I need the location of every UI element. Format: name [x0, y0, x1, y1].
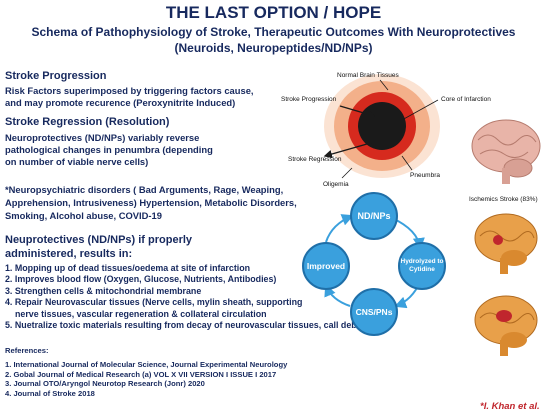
normal-leader — [379, 79, 389, 91]
label-normal-tissue: Normal Brain Tissues — [337, 72, 399, 79]
label-penumbra: Pneumbra — [410, 172, 440, 179]
progression-heading: Stroke Progression — [5, 70, 107, 82]
page-title: THE LAST OPTION / HOPE — [165, 3, 382, 22]
subtitle-line-1: Schema of Pathophysiology of Stroke, The… — [31, 25, 516, 39]
result-item-5: 5. Nuetralize toxic materials resulting … — [5, 320, 368, 331]
label-stroke-progression: Stroke Progression — [281, 96, 337, 103]
page-subtitle: Schema of Pathophysiology of Stroke, The… — [0, 24, 547, 56]
references-list: 1. International Journal of Molecular Sc… — [5, 360, 405, 398]
disorders-line-2: Apprehension, Intrusiveness) Hypertensio… — [5, 197, 297, 208]
risk-disorders-text: *Neuropsychiatric disorders ( Bad Argume… — [5, 183, 305, 222]
regression-heading: Stroke Regression (Resolution) — [5, 116, 170, 128]
label-ischemic-stroke: Ischemics Stroke (83%) — [469, 196, 538, 203]
cycle-node-ndnps: ND/NPs — [350, 192, 398, 240]
regression-line-2: pathological changes in penumbra (depend… — [5, 144, 213, 155]
result-item-2: 2. Improves blood flow (Oxygen, Glucose,… — [5, 274, 277, 285]
reference-item-1: 1. International Journal of Molecular Sc… — [5, 360, 288, 369]
results-heading-line-2: administered, results in: — [5, 248, 133, 260]
regression-arrow — [323, 141, 375, 159]
cycle-node-cnspns: CNS/PNs — [350, 288, 398, 336]
progression-text: Risk Factors superimposed by triggering … — [5, 85, 285, 109]
regression-line-1: Neuroprotectives (ND/NPs) variably rever… — [5, 132, 200, 143]
reference-item-4: 4. Journal of Stroke 2018 — [5, 388, 95, 398]
reference-item-2: 2. Gobal Journal of Medical Research (a)… — [5, 369, 277, 379]
disorders-line-3: Smoking, Alcohol abuse, COVID-19 — [5, 210, 162, 221]
subtitle-line-2: (Neuroids, Neuropeptides/ND/NPs) — [174, 41, 373, 55]
label-core-infarction: Core of Infarction — [441, 96, 491, 103]
reference-item-3: 3. Journal OTO/Aryngol Neurotop Research… — [5, 379, 205, 389]
oligemia-leader — [341, 167, 353, 179]
results-list: 1. Mopping up of dead tissues/oedema at … — [5, 263, 415, 331]
penumbra-leader — [401, 155, 413, 171]
progression-line-1: Risk Factors superimposed by triggering … — [5, 85, 254, 96]
result-item-4: 4. Repair Neurovascular tissues (Nerve c… — [5, 297, 303, 308]
cycle-arrow-left-top — [325, 214, 354, 243]
stroke-schema-diagram — [323, 74, 440, 179]
result-item-4-cont: nerve tissues, vascular regeneration & c… — [15, 308, 267, 319]
regression-text: Neuroprotectives (ND/NPs) variably rever… — [5, 132, 275, 168]
brain-ischemic-2 — [474, 295, 538, 356]
label-oligemia: Oligemia — [323, 181, 349, 188]
label-stroke-regression: Stroke Regression — [288, 156, 342, 163]
results-heading-line-1: Neuprotectives (ND/NPs) if properly — [5, 234, 193, 246]
disorders-line-1: *Neuropsychiatric disorders ( Bad Argume… — [5, 184, 284, 195]
core-leader — [401, 99, 439, 121]
progression-arrow — [339, 105, 376, 119]
progression-line-2: and may promote recurence (Peroxynitrite… — [5, 97, 236, 108]
cycle-node-hydrolyzed: Hydrolyzed to Cytidine — [398, 242, 446, 290]
result-item-1: 1. Mopping up of dead tissues/oedema at … — [5, 263, 251, 273]
brain-illustration-top — [471, 119, 541, 184]
author-credit: *I. Khan et al. — [480, 401, 540, 412]
references-heading: References: — [5, 346, 49, 355]
result-item-3: 3. Strengthen cells & mitochondrial memb… — [5, 285, 202, 296]
infarct-core — [358, 102, 406, 150]
regression-line-3: on number of viable nerve cells) — [5, 156, 149, 167]
cycle-node-improved: Improved — [302, 242, 350, 290]
results-heading: Neuprotectives (ND/NPs) if properly admi… — [5, 233, 192, 261]
brain-ischemic-1 — [474, 213, 538, 274]
